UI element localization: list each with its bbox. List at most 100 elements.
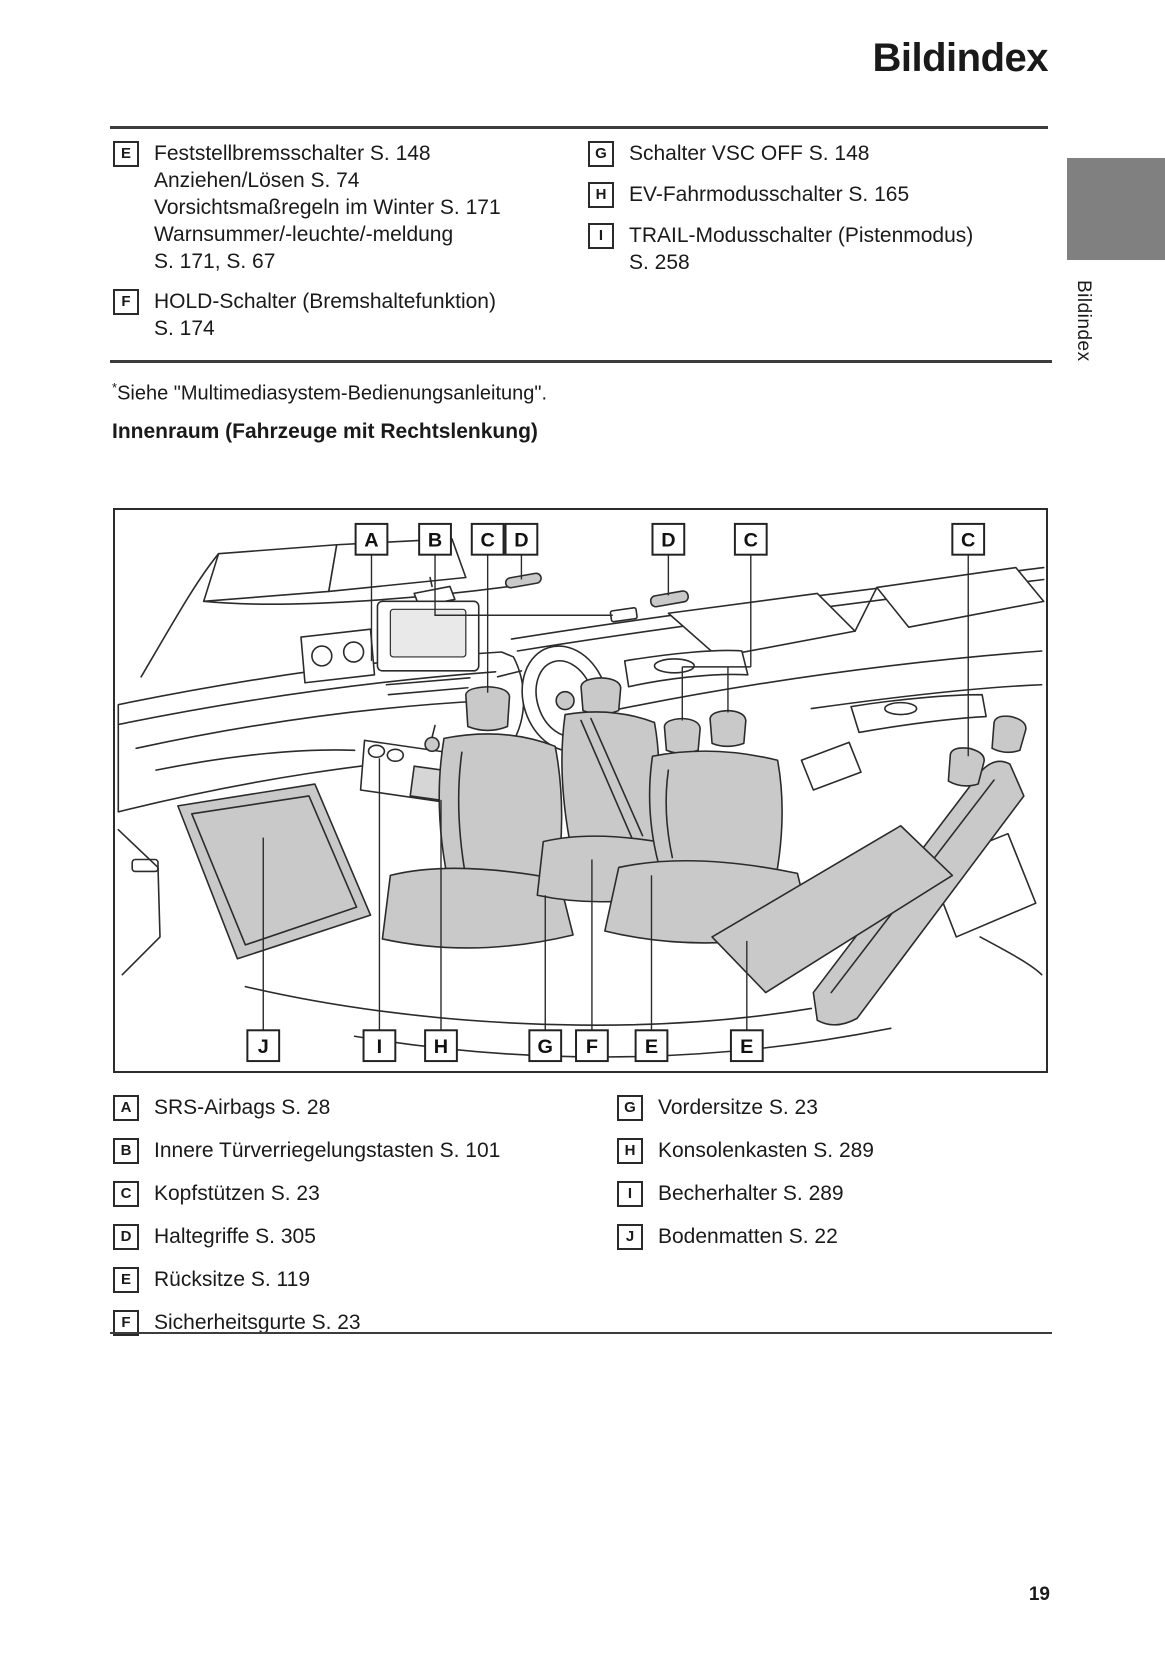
door-lock-switch [609,607,638,623]
diagram-callout-J: J [246,1029,281,1063]
driver-cushion [381,867,574,949]
legend-line: S. 258 [629,251,690,274]
door-speaker [800,741,862,791]
legend-entry-A: A SRS-Airbags S. 28 [113,1094,330,1121]
legend-line: Vorsichtsmaßregeln im Winter S. 171 [154,196,501,219]
legend-line: Vordersitze S. 23 [658,1096,818,1119]
diagram-callout-C: C [733,522,768,556]
svg-text:E: E [645,1036,658,1058]
diagram-callout-G: G [528,1029,563,1063]
legend-entry-text: Sicherheitsgurte S. 23 [154,1309,361,1336]
legend-entry-text: Becherhalter S. 289 [658,1180,844,1207]
svg-text:C: C [744,530,758,552]
grab-handles [504,572,689,608]
legend-line: Schalter VSC OFF S. 148 [629,142,870,165]
legend-entry-text: Bodenmatten S. 22 [658,1223,838,1250]
legend-entry-text: SRS-Airbags S. 28 [154,1094,330,1121]
svg-text:D: D [514,530,528,552]
legend-entry-text: Haltegriffe S. 305 [154,1223,316,1250]
legend-entry-text: Vordersitze S. 23 [658,1094,818,1121]
front-door-window [667,592,856,658]
key-box-A: A [113,1095,139,1121]
legend-entry-H: H Konsolenkasten S. 289 [617,1137,874,1164]
footnote: *Siehe "Multimediasystem-Bedienungsanlei… [112,380,547,406]
svg-text:G: G [538,1036,553,1058]
legend-entry-text: TRAIL-Modusschalter (Pistenmodus) S. 258 [629,222,973,276]
diagram-callout-I: I [362,1029,397,1063]
diagram-callout-E: E [634,1029,669,1063]
key-box-F: F [113,289,139,315]
rear-door-window [876,566,1045,628]
third-row-headrest-outer [991,715,1027,754]
key-box-H: H [617,1138,643,1164]
legend-entry-text: Konsolenkasten S. 289 [658,1137,874,1164]
legend-line: Kopfstützen S. 23 [154,1182,320,1205]
diagram-callout-C: C [470,522,505,556]
legend-line: Rücksitze S. 119 [154,1268,311,1291]
svg-text:D: D [661,530,675,552]
page-number: 19 [1028,1584,1050,1605]
page-title: Bildindex [872,36,1048,80]
legend-entry-text: Rücksitze S. 119 [154,1266,310,1293]
legend-line: Warnsummer/-leuchte/-meldung [154,223,454,246]
key-box-F: F [113,1310,139,1336]
key-box-E: E [113,141,139,167]
section-heading: Innenraum (Fahrzeuge mit Rechtslenkung) [112,420,538,443]
floor-lines [244,985,892,1058]
legend-entry-F: F Sicherheitsgurte S. 23 [113,1309,361,1336]
svg-text:I: I [377,1036,383,1058]
diagram-callout-C: C [951,522,986,556]
chapter-tab [1067,158,1165,260]
legend-entry-J: J Bodenmatten S. 22 [617,1223,838,1250]
legend-entry-text: HOLD-Schalter (Bremshaltefunktion) S. 174 [154,288,496,342]
divider-bottom [110,1332,1052,1334]
legend-line: TRAIL-Modusschalter (Pistenmodus) [629,224,974,247]
door-panels [510,566,1045,976]
key-box-J: J [617,1224,643,1250]
grab-handle-front [504,572,542,589]
key-box-E: E [113,1267,139,1293]
legend-line: SRS-Airbags S. 28 [154,1096,331,1119]
third-row-seats [711,715,1027,1026]
legend-line: Anziehen/Lösen S. 74 [154,169,360,192]
legend-entry-text: Innere Türverriegelungstasten S. 101 [154,1137,500,1164]
chapter-tab-label: Bildindex [1073,280,1094,362]
legend-entry-E: E Rücksitze S. 119 [113,1266,310,1293]
third-row-cushion [711,824,954,994]
passenger-headrest [580,677,622,715]
grab-handle-rear [649,590,689,608]
second-row-headrest-left [663,717,701,755]
legend-entry-H: H EV-Fahrmodusschalter S. 165 [588,181,909,208]
diagram-callout-D: D [651,522,686,556]
divider-top [110,126,1048,129]
legend-line: EV-Fahrmodusschalter S. 165 [629,183,910,206]
second-row-headrest-right [709,709,747,748]
svg-text:J: J [258,1036,269,1058]
legend-entry-G: G Schalter VSC OFF S. 148 [588,140,869,167]
legend-line: Konsolenkasten S. 289 [658,1139,874,1162]
key-box-H: H [588,182,614,208]
legend-entry-text: Kopfstützen S. 23 [154,1180,320,1207]
svg-text:F: F [586,1036,598,1058]
legend-line: HOLD-Schalter (Bremshaltefunktion) [154,290,496,313]
driver-headrest [465,685,511,732]
legend-line: S. 174 [154,317,215,340]
legend-line: S. 171, S. 67 [154,250,276,273]
seat-belt [580,717,644,841]
legend-entry-I: I TRAIL-Modusschalter (Pistenmodus) S. 258 [588,222,973,276]
svg-text:E: E [740,1036,753,1058]
key-box-I: I [588,223,614,249]
key-box-G: G [588,141,614,167]
key-box-G: G [617,1095,643,1121]
diagram-callout-B: B [418,522,452,556]
